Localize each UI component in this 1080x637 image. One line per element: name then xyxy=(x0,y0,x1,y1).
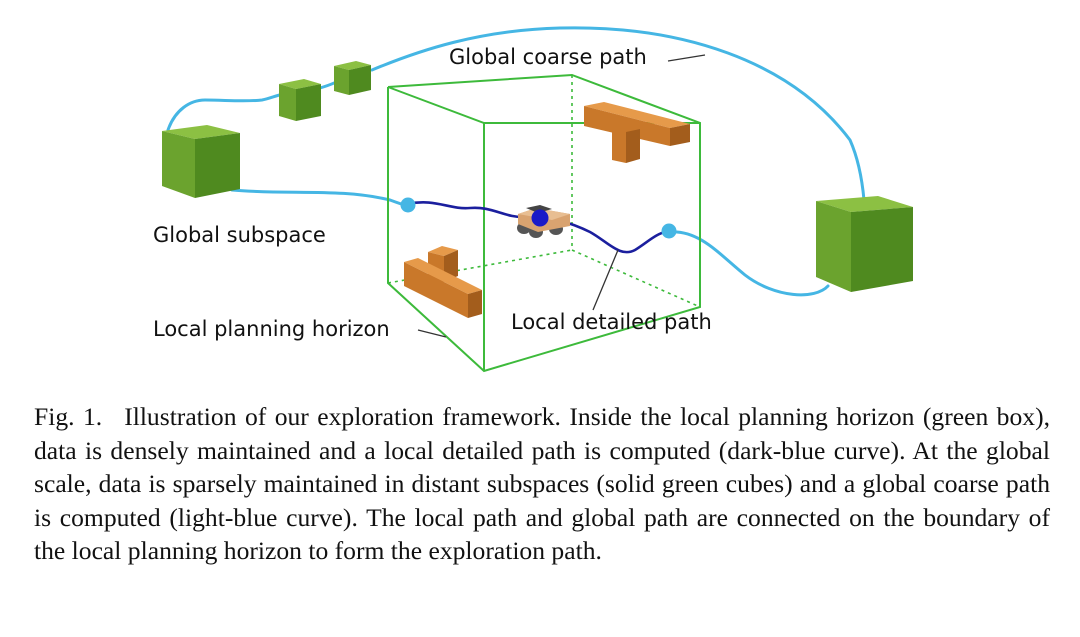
path-connection-point-left xyxy=(400,197,416,213)
caption-text: Illustration of our exploration framewor… xyxy=(34,402,1050,565)
label-local-planning-horizon: Local planning horizon xyxy=(153,317,390,341)
leader-line-local-detailed-path xyxy=(592,249,619,311)
label-local-detailed-path: Local detailed path xyxy=(511,310,712,334)
path-connection-point-right xyxy=(661,223,677,239)
global-subspace-cube-1 xyxy=(279,79,321,121)
leader-line-local-planning-horizon xyxy=(417,329,447,338)
label-global-subspace: Global subspace xyxy=(153,223,326,247)
label-global-coarse-path: Global coarse path xyxy=(449,45,647,69)
global-subspace-cube-4 xyxy=(816,196,913,292)
leader-line-global-coarse-path xyxy=(667,54,706,62)
robot-position-marker xyxy=(531,209,549,227)
obstacle-block-lower xyxy=(404,246,482,318)
obstacle-block-upper xyxy=(584,102,690,163)
global-subspace-cube-2 xyxy=(334,61,371,95)
figure-number: Fig. 1. xyxy=(34,402,103,431)
global-subspace-cube-3 xyxy=(162,125,240,198)
figure-caption: Fig. 1.Illustration of our exploration f… xyxy=(34,400,1050,568)
exploration-framework-diagram: Global coarse path Global subspace Local… xyxy=(153,26,913,373)
